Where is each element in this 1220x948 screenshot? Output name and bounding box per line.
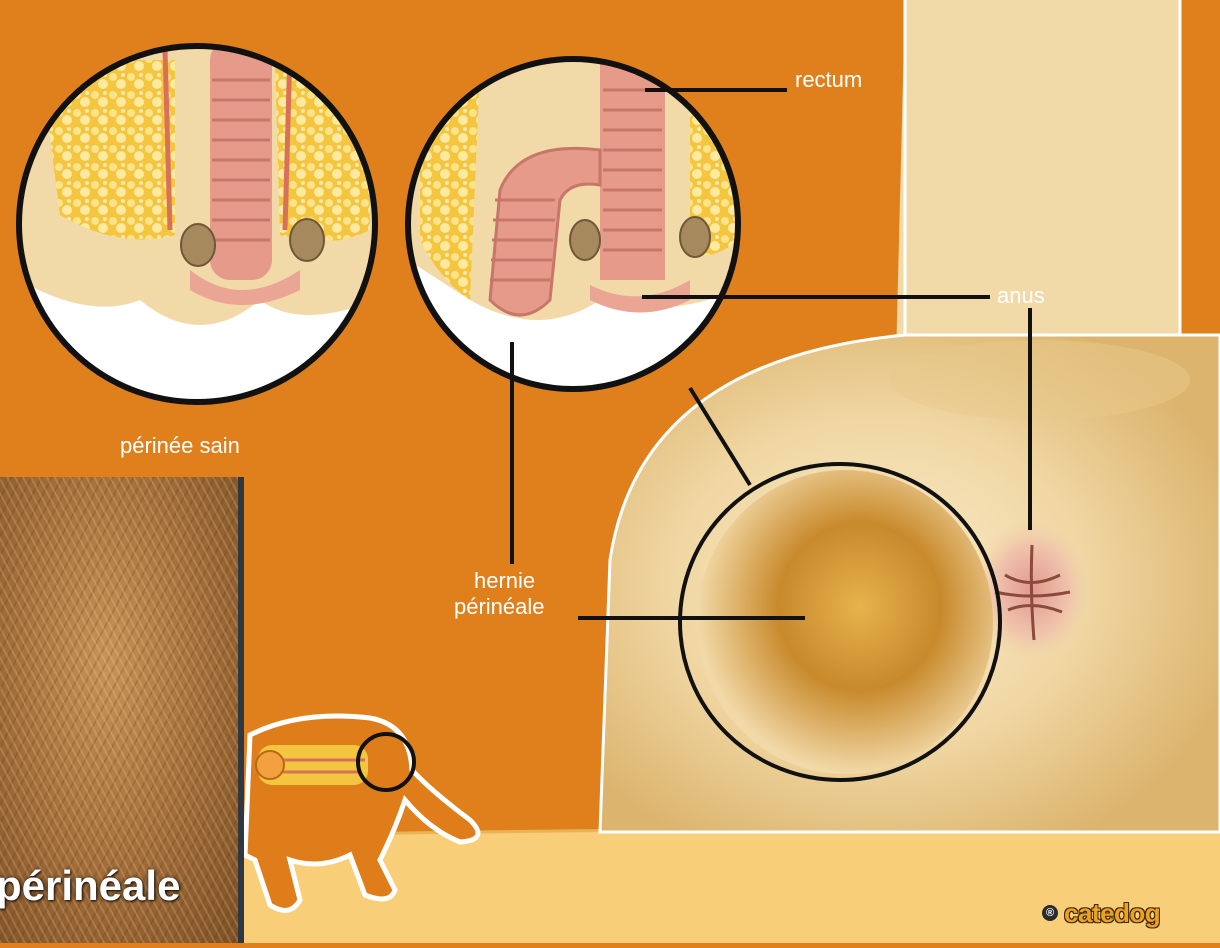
tail-base-shadow: [890, 340, 1190, 420]
label-hernia-line1: hernie: [474, 569, 535, 593]
hernia-bulge: [697, 470, 993, 774]
brand-wordmark: catedog: [1064, 898, 1160, 929]
label-rectum: rectum: [795, 68, 862, 92]
brand-logo: ® catedog: [1042, 898, 1160, 928]
thumbnail-caption: périnéale: [0, 862, 180, 910]
registered-mark: ®: [1042, 905, 1058, 921]
label-hernia-line2: périnéale: [454, 595, 545, 619]
inset-hernia: [408, 40, 738, 389]
label-anus: anus: [997, 284, 1045, 308]
label-healthy-perineum: périnée sain: [120, 434, 240, 458]
